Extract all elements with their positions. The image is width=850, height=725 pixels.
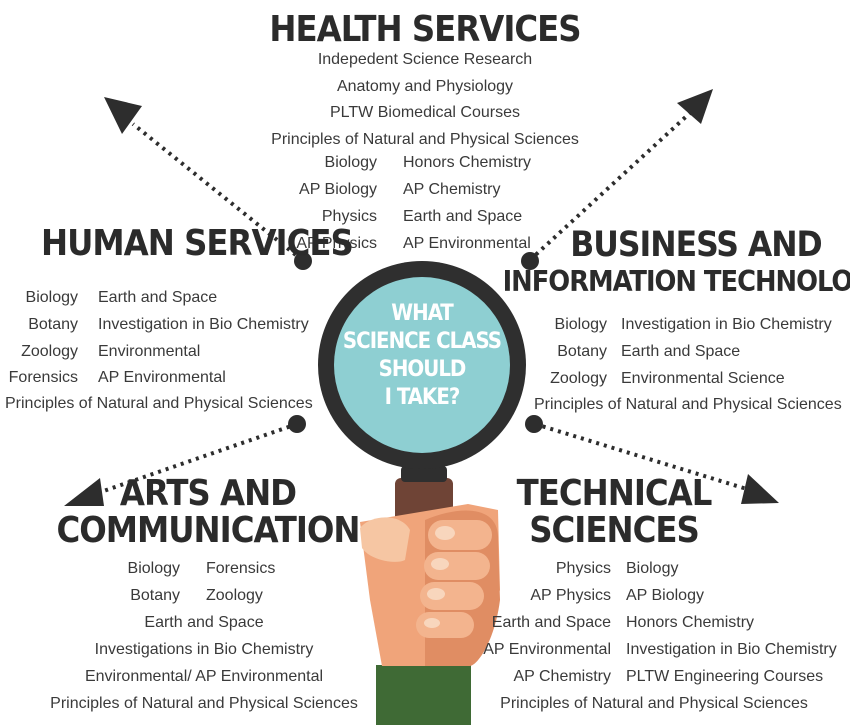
human-right-3: Environmental	[98, 343, 201, 360]
health-line-2: Anatomy and Physiology	[336, 78, 514, 95]
arrow-head-business	[677, 89, 713, 124]
human-left-4: Forensics	[8, 369, 78, 386]
technical-right-2: AP Biology	[626, 587, 704, 604]
technical-footer: Principles of Natural and Physical Scien…	[500, 695, 808, 712]
arts-left-1: Biology	[127, 560, 180, 577]
arrow-dot-technical	[525, 415, 543, 433]
arrow-head-arts	[64, 478, 104, 506]
magnifier-lens	[334, 277, 510, 453]
human-left-2: Botany	[28, 316, 78, 333]
business-right-2: Earth and Space	[621, 343, 741, 360]
health-left-4: AP Physics	[296, 235, 377, 252]
technical-right-1: Biology	[626, 560, 679, 577]
technical-left-1: Physics	[555, 560, 611, 577]
business-footer: Principles of Natural and Physical Scien…	[534, 396, 842, 413]
arrow-dot-business	[521, 252, 539, 270]
technical-left-3: Earth and Space	[491, 614, 611, 631]
business-right-3: Environmental Science	[621, 370, 785, 387]
business-title-line-1: BUSINESS AND	[570, 225, 822, 265]
arts-line-2: Investigations in Bio Chemistry	[94, 641, 314, 658]
center-line-2: SCIENCE CLASS	[342, 329, 502, 354]
human-right-2: Investigation in Bio Chemistry	[98, 316, 309, 333]
technical-title-line-2: SCIENCES	[529, 510, 700, 551]
arts-left-2: Botany	[130, 587, 180, 604]
health-right-3: Earth and Space	[403, 208, 523, 225]
health-left-1: Biology	[324, 154, 377, 171]
technical-left-5: AP Chemistry	[513, 668, 611, 685]
sleeve	[376, 665, 471, 725]
health-line-4: Principles of Natural and Physical Scien…	[271, 131, 579, 148]
technical-title-line-1: TECHNICAL	[516, 473, 713, 514]
center-line-4: I TAKE?	[384, 385, 461, 410]
health-right-1: Honors Chemistry	[403, 154, 532, 171]
arrow-head-health	[104, 97, 142, 134]
human-left-3: Zoology	[21, 343, 78, 360]
business-right-1: Investigation in Bio Chemistry	[621, 316, 832, 333]
arts-line-3: Environmental/ AP Environmental	[84, 668, 324, 685]
arts-line-4: Principles of Natural and Physical Scien…	[50, 695, 358, 712]
center-question: WHAT SCIENCE CLASS SHOULD I TAKE?	[332, 300, 512, 412]
technical-right-4: Investigation in Bio Chemistry	[626, 641, 837, 658]
hand-icon	[360, 504, 500, 666]
technical-right-5: PLTW Engineering Courses	[626, 668, 824, 685]
business-left-2: Botany	[557, 343, 607, 360]
arts-title-line-2: COMMUNICATION	[56, 510, 360, 551]
human-right-1: Earth and Space	[98, 289, 218, 306]
human-footer: Principles of Natural and Physical Scien…	[5, 395, 313, 412]
health-right-4: AP Environmental	[403, 235, 531, 252]
health-title: HEALTH SERVICES	[269, 9, 581, 50]
arts-right-1: Forensics	[206, 560, 276, 577]
business-left-3: Zoology	[550, 370, 607, 387]
technical-left-2: AP Physics	[530, 587, 611, 604]
technical-left-4: AP Environmental	[483, 641, 611, 658]
arts-title-line-1: ARTS AND	[119, 473, 297, 514]
health-right-2: AP Chemistry	[403, 181, 501, 198]
human-left-1: Biology	[25, 289, 78, 306]
business-title-line-2: INFORMATION TECHNOLOGY	[502, 264, 850, 298]
health-left-2: AP Biology	[299, 181, 377, 198]
arts-line-1: Earth and Space	[144, 614, 264, 631]
arts-right-2: Zoology	[206, 587, 263, 604]
business-left-1: Biology	[554, 316, 607, 333]
health-left-3: Physics	[321, 208, 377, 225]
arrow-head-technical	[741, 474, 779, 504]
human-title: HUMAN SERVICES	[41, 223, 354, 264]
center-line-3: SHOULD	[378, 357, 467, 382]
health-line-3: PLTW Biomedical Courses	[330, 104, 520, 121]
human-right-4: AP Environmental	[98, 369, 226, 386]
arrow-dot-health	[294, 252, 312, 270]
center-line-1: WHAT	[391, 301, 454, 326]
arrow-dot-arts	[288, 415, 306, 433]
technical-right-3: Honors Chemistry	[626, 614, 755, 631]
health-line-1: Indepedent Science Research	[317, 51, 533, 68]
arrow-line-technical	[534, 422, 751, 492]
magnifier-neck	[401, 466, 447, 482]
